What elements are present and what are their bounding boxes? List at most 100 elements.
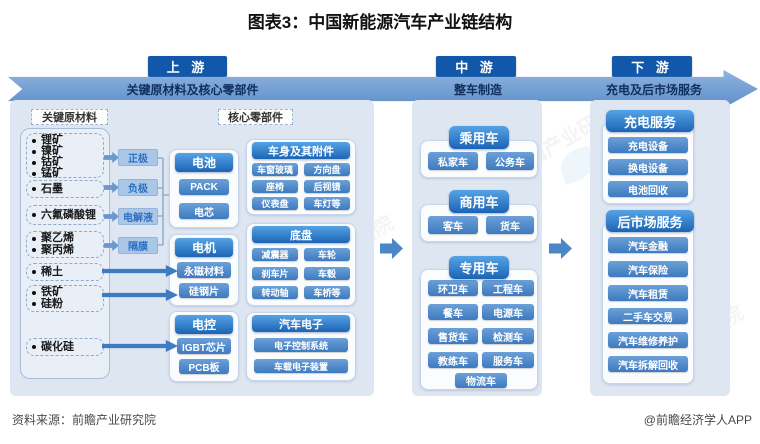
bullet-icon [32, 213, 36, 217]
material-label: 碳化硅 [41, 340, 74, 353]
material-group-graphite: 石墨 [26, 180, 104, 198]
material-label: 硅粉 [41, 297, 63, 310]
service-item: 汽车拆解回收 [608, 356, 688, 372]
charging-title: 充电服务 [606, 110, 694, 132]
commercial-title: 商用车 [449, 190, 509, 213]
body-part-item: 车灯等 [304, 197, 350, 210]
material-label: 聚丙烯 [41, 243, 74, 256]
bullet-icon [32, 270, 36, 274]
special-title: 专用车 [449, 256, 509, 279]
service-item: 充电设备 [608, 137, 688, 153]
body-part-item: 后视镜 [304, 180, 350, 193]
service-item: 汽车维修养护 [608, 332, 688, 348]
bullet-icon [32, 138, 36, 143]
material-label: 锰矿 [41, 167, 63, 179]
auto-electronics-item: 电子控制系统 [254, 338, 348, 352]
bullet-icon [32, 345, 36, 349]
vehicle-item: 教练车 [428, 352, 478, 368]
component-item: PACK [179, 179, 229, 195]
body-part-item: 车窗玻璃 [252, 163, 298, 176]
vehicle-item: 检测车 [482, 328, 534, 344]
service-item: 换电设备 [608, 159, 688, 175]
arrow-right-icon [104, 182, 119, 193]
component-item: 永磁材料 [177, 262, 231, 278]
material-group-ores: 锂矿 镍矿 钴矿 锰矿 [26, 133, 104, 179]
battery-material-cathode: 正极 [118, 149, 158, 166]
component-item: 电芯 [179, 203, 229, 219]
material-label: 六氟磷酸锂 [41, 208, 96, 221]
battery-material-separator: 隔膜 [118, 237, 158, 254]
component-item: PCB板 [179, 359, 229, 374]
material-item: 铁矿 [32, 287, 98, 298]
material-label: 稀土 [41, 265, 63, 278]
vehicle-item: 公务车 [486, 152, 534, 170]
bullet-icon [32, 149, 36, 154]
service-item: 汽车保险 [608, 261, 688, 277]
credit-note: @前瞻经济学人APP [643, 413, 752, 427]
band-label-downstream: 充电及后市场服务 [605, 82, 702, 97]
chassis-title: 底盘 [252, 226, 350, 243]
body-part-item: 方向盘 [304, 163, 350, 176]
chassis-item: 刹车片 [252, 267, 298, 280]
bullet-icon [32, 248, 36, 253]
service-item: 汽车金融 [608, 237, 688, 253]
chassis-item: 车轮 [304, 248, 350, 261]
material-item: 锂矿 [32, 135, 98, 146]
bullet-icon [32, 236, 36, 241]
material-item: 钴矿 [32, 157, 98, 168]
material-item: 石墨 [32, 182, 98, 195]
vehicle-item: 私家车 [428, 152, 478, 170]
vehicle-item: 电源车 [482, 304, 534, 320]
vehicle-item: 售货车 [428, 328, 478, 344]
motor-group-title: 电机 [175, 238, 233, 257]
bullet-icon [32, 171, 36, 176]
band-label-upstream: 关键原材料及核心零部件 [126, 82, 259, 97]
battery-group-title: 电池 [175, 153, 233, 172]
passenger-title: 乘用车 [449, 126, 509, 149]
arrow-right-icon [104, 211, 119, 222]
page-title: 图表3：中国新能源汽车产业链结构 [247, 13, 513, 32]
bullet-icon [32, 160, 36, 165]
material-label: 锂矿 [41, 134, 63, 146]
service-item: 二手车交易 [608, 308, 688, 324]
material-group-iron-silicon: 铁矿 硅粉 [26, 285, 104, 312]
vehicle-item: 货车 [486, 216, 534, 234]
material-item: 碳化硅 [32, 340, 98, 353]
material-item: 聚乙烯 [32, 233, 98, 244]
vehicle-item: 客车 [428, 216, 478, 234]
material-item: 镍矿 [32, 146, 98, 157]
material-label: 石墨 [41, 182, 63, 195]
vehicle-item: 工程车 [482, 280, 534, 296]
body-part-item: 仪表盘 [252, 197, 298, 210]
vehicle-item: 环卫车 [428, 280, 478, 296]
body-part-item: 座椅 [252, 180, 298, 193]
source-note: 资料来源：前瞻产业研究院 [12, 413, 157, 427]
stage-downstream: 下 游 [612, 56, 692, 77]
component-item: 硅钢片 [179, 283, 229, 298]
chassis-item: 减震器 [252, 248, 298, 261]
material-label: 钴矿 [41, 156, 63, 168]
service-item: 电池回收 [608, 181, 688, 197]
arrow-right-icon [104, 240, 119, 251]
chassis-item: 车毂 [304, 267, 350, 280]
auto-electronics-title: 汽车电子 [252, 315, 350, 332]
material-label: 聚乙烯 [41, 232, 74, 245]
material-label: 镍矿 [41, 145, 63, 157]
material-item: 稀土 [32, 265, 98, 278]
material-group-electrolyte: 六氟磷酸锂 [26, 205, 104, 225]
material-item: 锰矿 [32, 168, 98, 179]
arrow-right-icon [104, 152, 119, 163]
bullet-icon [32, 302, 36, 307]
service-item: 汽车租赁 [608, 285, 688, 301]
core-parts-label: 核心零部件 [218, 109, 293, 125]
chassis-item: 转动轴 [252, 286, 298, 299]
raw-materials-label: 关键原材料 [31, 109, 108, 125]
vehicle-item: 物流车 [455, 373, 507, 388]
battery-material-electrolyte: 电解液 [118, 208, 158, 225]
raw-materials-container [20, 128, 110, 379]
material-group-polymers: 聚乙烯 聚丙烯 [26, 231, 104, 258]
auto-electronics-item: 车载电子装置 [254, 359, 348, 373]
stage-midstream: 中 游 [436, 56, 516, 77]
material-item: 聚丙烯 [32, 243, 98, 256]
